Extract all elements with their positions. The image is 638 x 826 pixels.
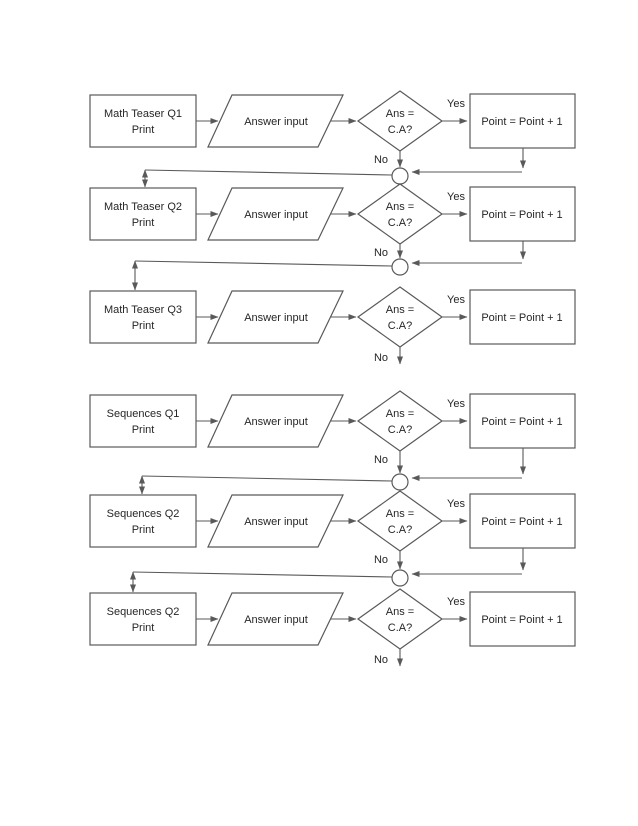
- decision-line1: Ans =: [386, 606, 414, 618]
- point-box: [469, 186, 576, 242]
- point-label: Point = Point + 1: [481, 416, 562, 428]
- print-box-line2: Print: [132, 622, 155, 634]
- yes-label: Yes: [447, 294, 465, 306]
- print-box: [89, 394, 197, 448]
- no-label: No: [374, 454, 388, 466]
- loop-line-left: [141, 475, 393, 482]
- decision-diamond: [356, 90, 444, 152]
- flow-row-3: Math Teaser Q3 Print Answer input Ans = …: [89, 286, 576, 364]
- input-label: Answer input: [244, 116, 308, 128]
- decision-diamond: [356, 390, 444, 452]
- input-label: Answer input: [244, 312, 308, 324]
- yes-label: Yes: [447, 596, 465, 608]
- yes-label: Yes: [447, 398, 465, 410]
- connector-1: [142, 148, 526, 188]
- print-box-line2: Print: [132, 217, 155, 229]
- input-label: Answer input: [244, 416, 308, 428]
- flow-row-2: Math Teaser Q2 Print Answer input Ans = …: [89, 183, 576, 259]
- decision-line2: C.A?: [388, 124, 412, 136]
- print-box-line1: Sequences Q1: [107, 408, 180, 420]
- decision-line2: C.A?: [388, 217, 412, 229]
- input-parallelogram: [207, 592, 344, 646]
- point-box: [469, 591, 576, 647]
- flow-row-6: Sequences Q2 Print Answer input Ans = C.…: [89, 588, 576, 666]
- decision-line1: Ans =: [386, 408, 414, 420]
- point-label: Point = Point + 1: [481, 116, 562, 128]
- connector-2: [132, 241, 526, 291]
- point-box: [469, 393, 576, 449]
- no-label: No: [374, 654, 388, 666]
- point-label: Point = Point + 1: [481, 209, 562, 221]
- decision-line2: C.A?: [388, 424, 412, 436]
- print-box: [89, 94, 197, 148]
- no-label: No: [374, 247, 388, 259]
- input-parallelogram: [207, 494, 344, 548]
- input-label: Answer input: [244, 614, 308, 626]
- print-box-line1: Math Teaser Q3: [104, 304, 182, 316]
- print-box: [89, 494, 197, 548]
- decision-line1: Ans =: [386, 108, 414, 120]
- decision-diamond: [356, 286, 444, 348]
- decision-line2: C.A?: [388, 622, 412, 634]
- decision-line1: Ans =: [386, 201, 414, 213]
- print-box-line2: Print: [132, 524, 155, 536]
- decision-diamond: [356, 588, 444, 650]
- point-box: [469, 93, 576, 149]
- no-label: No: [374, 352, 388, 364]
- connector-circle: [391, 569, 409, 587]
- point-label: Point = Point + 1: [481, 516, 562, 528]
- flow-row-1: Math Teaser Q1 Print Answer input Ans = …: [89, 90, 576, 166]
- input-parallelogram: [207, 394, 344, 448]
- point-label: Point = Point + 1: [481, 614, 562, 626]
- print-box-line1: Sequences Q2: [107, 606, 180, 618]
- connector-4: [130, 548, 526, 593]
- connector-3: [139, 448, 526, 495]
- connector-circle: [391, 473, 409, 491]
- print-box-line2: Print: [132, 124, 155, 136]
- point-box: [469, 289, 576, 345]
- point-box: [469, 493, 576, 549]
- print-box: [89, 187, 197, 241]
- input-label: Answer input: [244, 209, 308, 221]
- decision-line1: Ans =: [386, 304, 414, 316]
- decision-diamond: [356, 490, 444, 552]
- no-label: No: [374, 554, 388, 566]
- loop-line-left: [144, 169, 393, 176]
- decision-line1: Ans =: [386, 508, 414, 520]
- decision-line2: C.A?: [388, 524, 412, 536]
- connector-circle: [391, 258, 409, 276]
- yes-label: Yes: [447, 98, 465, 110]
- flow-row-4: Sequences Q1 Print Answer input Ans = C.…: [89, 390, 576, 466]
- point-label: Point = Point + 1: [481, 312, 562, 324]
- input-parallelogram: [207, 187, 344, 241]
- no-label: No: [374, 154, 388, 166]
- input-parallelogram: [207, 94, 344, 148]
- input-label: Answer input: [244, 516, 308, 528]
- print-box-line2: Print: [132, 320, 155, 332]
- print-box-line1: Math Teaser Q2: [104, 201, 182, 213]
- print-box-line2: Print: [132, 424, 155, 436]
- decision-line2: C.A?: [388, 320, 412, 332]
- loop-line-left: [132, 571, 393, 578]
- flow-row-5: Sequences Q2 Print Answer input Ans = C.…: [89, 490, 576, 566]
- print-box: [89, 592, 197, 646]
- yes-label: Yes: [447, 191, 465, 203]
- connector-circle: [391, 167, 409, 185]
- print-box: [89, 290, 197, 344]
- input-parallelogram: [207, 290, 344, 344]
- yes-label: Yes: [447, 498, 465, 510]
- loop-line-left: [134, 260, 393, 267]
- decision-diamond: [356, 183, 444, 245]
- print-box-line1: Sequences Q2: [107, 508, 180, 520]
- print-box-line1: Math Teaser Q1: [104, 108, 182, 120]
